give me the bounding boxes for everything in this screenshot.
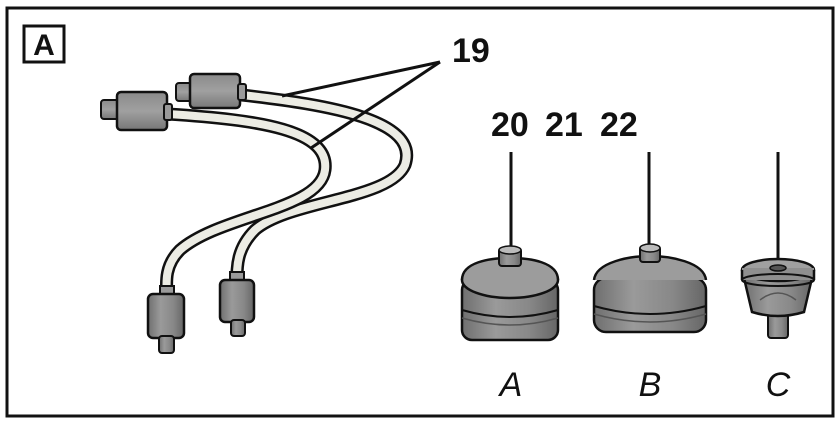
tube-2 — [162, 110, 330, 302]
callout-label-20: 20 — [491, 106, 529, 144]
callout-19: 19 — [281, 32, 490, 150]
filter-label-a: A — [498, 366, 523, 404]
callout-20-21-22: 20 21 22 — [491, 106, 780, 266]
leader-line-19b — [310, 60, 441, 150]
connector-top-upper — [175, 72, 247, 110]
leader-line-19a — [281, 60, 441, 98]
connector-top-lower — [100, 90, 173, 132]
panel-label: A — [22, 24, 66, 64]
filter-c — [740, 257, 816, 339]
panel-label-text: A — [33, 29, 55, 62]
filter-a — [460, 245, 560, 342]
connector-bottom-left — [146, 285, 186, 354]
callout-label-21: 21 — [545, 106, 583, 144]
filter-label-c: C — [766, 366, 791, 404]
callout-label-22: 22 — [600, 106, 638, 144]
filter-label-b: B — [639, 366, 662, 404]
filter-b — [592, 243, 708, 334]
figure-border — [5, 6, 835, 418]
tube-1 — [232, 91, 411, 289]
callout-label-19: 19 — [452, 32, 490, 70]
connector-bottom-right — [218, 271, 256, 337]
tube-assembly — [100, 72, 414, 354]
